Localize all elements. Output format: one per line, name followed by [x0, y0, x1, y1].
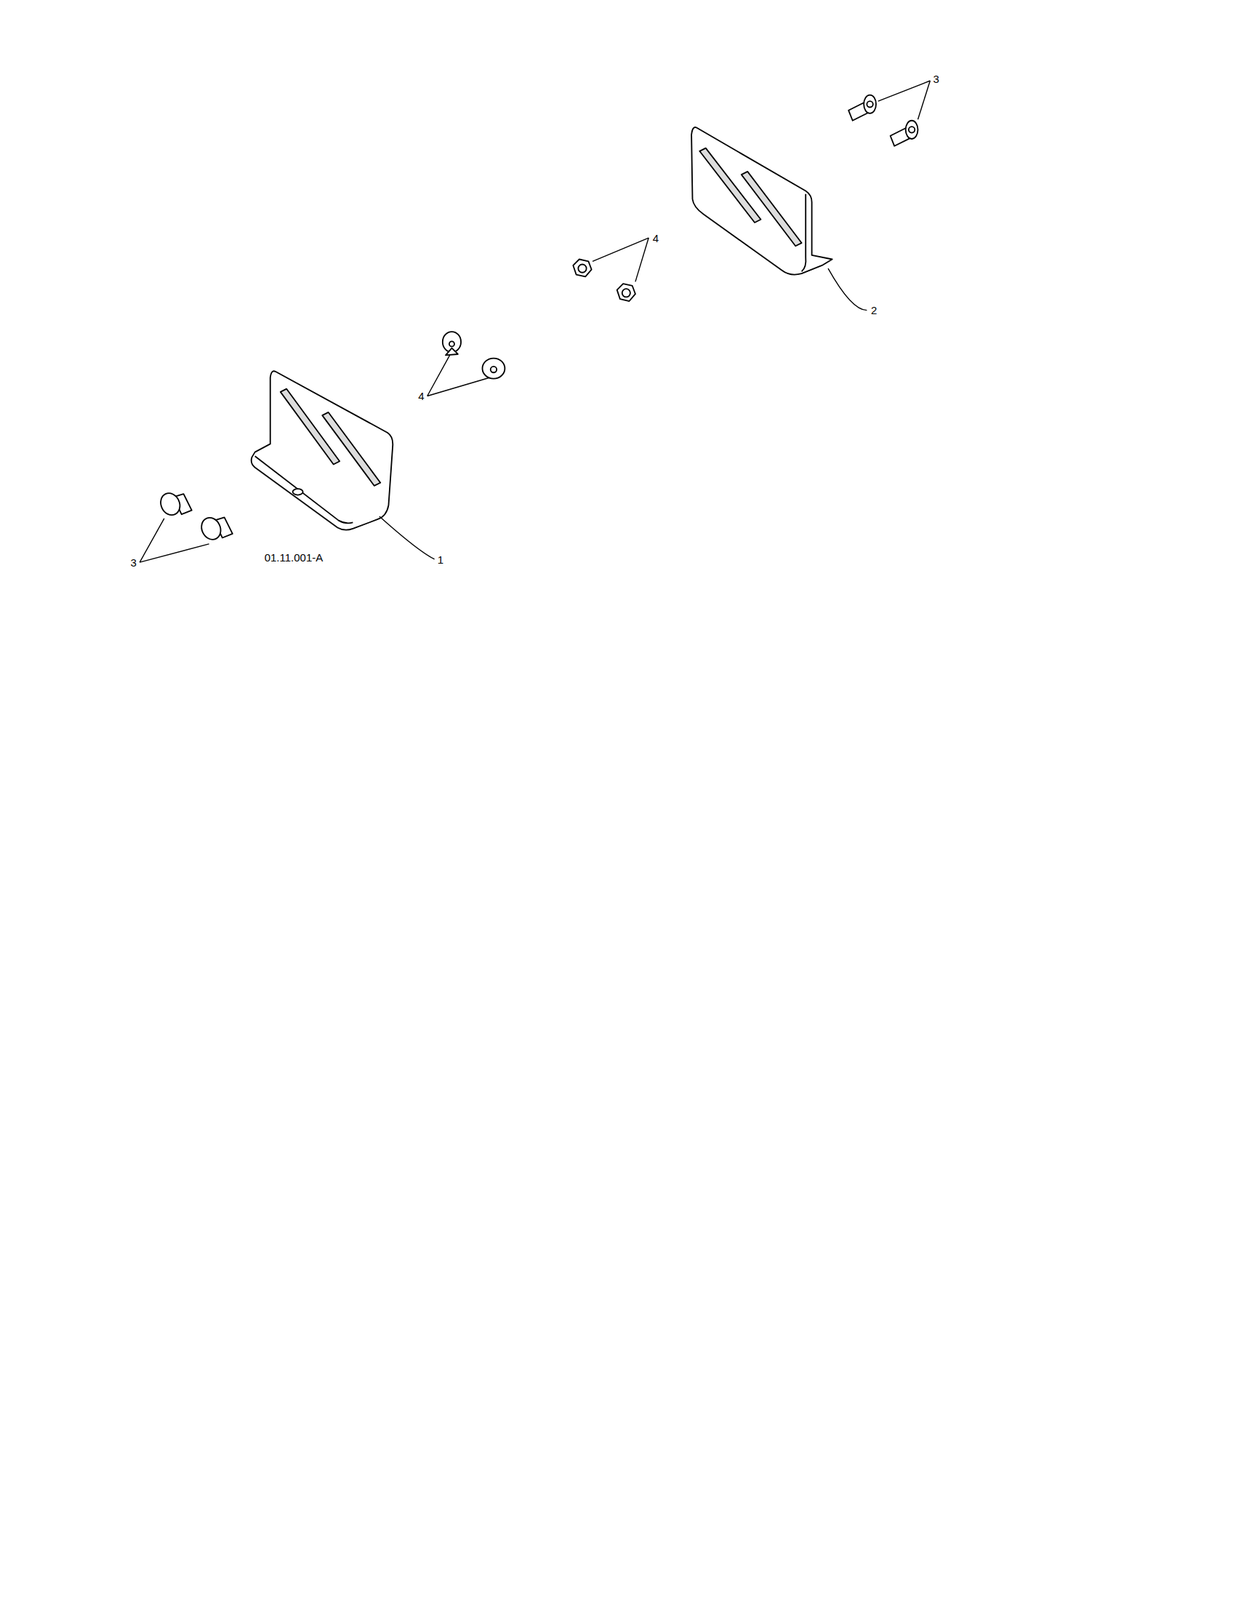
flange-nut [442, 331, 461, 355]
flange-bolt [848, 95, 877, 121]
callout-number: 3 [130, 556, 137, 568]
flange-nut [482, 358, 506, 379]
carriage-bolt [197, 514, 232, 544]
callout-number: 2 [870, 304, 877, 316]
callout-number: 1 [437, 553, 444, 565]
deflector-plate [691, 127, 833, 275]
deflector-plate [251, 370, 394, 530]
flange-nut [617, 283, 636, 301]
flange-bolt [890, 120, 919, 147]
callout-number: 4 [418, 390, 424, 402]
callout-number: 4 [652, 231, 659, 243]
flange-nut [572, 259, 592, 277]
leader-lines [139, 80, 930, 562]
carriage-bolt [157, 490, 192, 519]
callout-number: 3 [933, 73, 940, 85]
figure-code: 01.11.001-A [264, 551, 324, 562]
